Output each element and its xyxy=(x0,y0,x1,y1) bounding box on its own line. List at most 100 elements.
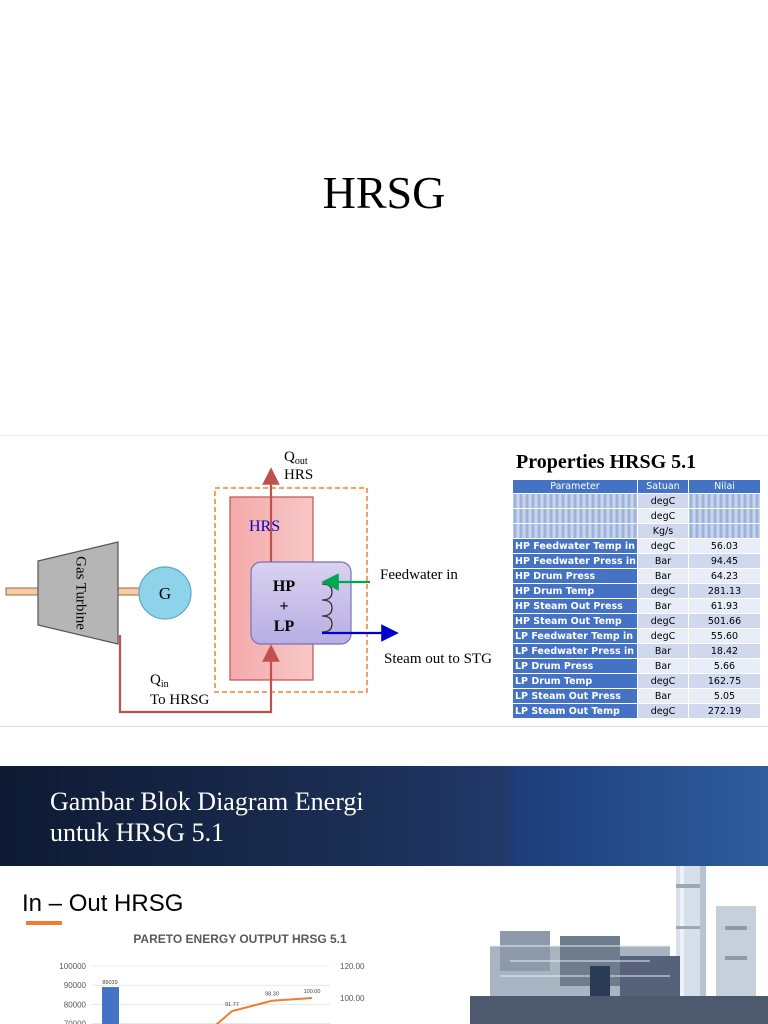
banner-line-1: Gambar Blok Diagram Energi xyxy=(50,787,364,816)
left-tick-label: 90000 xyxy=(64,981,87,990)
unit-cell: degC xyxy=(637,703,689,719)
chart-title: PARETO ENERGY OUTPUT HRSG 5.1 xyxy=(133,932,347,946)
unit-cell: degC xyxy=(637,628,689,644)
heat-exchanger-coil xyxy=(321,583,333,633)
q-out-hrs-label: HRS xyxy=(284,467,313,483)
unit-cell: degC xyxy=(637,583,689,599)
left-tick-label: 100000 xyxy=(59,962,86,971)
title-slide: HRSG xyxy=(0,0,768,435)
value-cell: 5.05 xyxy=(688,688,761,704)
param-cell: HP Drum Press xyxy=(512,568,638,584)
banner: Gambar Blok Diagram Energi untuk HRSG 5.… xyxy=(0,766,768,866)
unit-cell: Kg/s xyxy=(637,523,689,539)
value-cell: 55.60 xyxy=(688,628,761,644)
param-cell xyxy=(512,493,638,509)
banner-title: Gambar Blok Diagram Energi untuk HRSG 5.… xyxy=(50,786,364,848)
plus-label: + xyxy=(279,598,288,615)
right-tick-label: 100.00 xyxy=(340,994,365,1003)
value-cell: 162.75 xyxy=(688,673,761,689)
q-in-to-label: To HRSG xyxy=(150,692,210,708)
param-cell: HP Feedwater Press in xyxy=(512,553,638,569)
param-cell: LP Drum Temp xyxy=(512,673,638,689)
header-nilai: Nilai xyxy=(688,479,761,494)
value-cell: 281.13 xyxy=(688,583,761,599)
param-cell xyxy=(512,523,638,539)
value-cell: 64.23 xyxy=(688,568,761,584)
param-cell: LP Steam Out Temp xyxy=(512,703,638,719)
param-cell: HP Steam Out Temp xyxy=(512,613,638,629)
param-cell: LP Feedwater Temp in xyxy=(512,628,638,644)
q-out-label: Qout xyxy=(284,449,308,467)
feedwater-label: Feedwater in xyxy=(380,567,458,583)
generator-label: G xyxy=(159,584,171,603)
power-plant-illustration xyxy=(470,866,768,1024)
properties-row: degC xyxy=(512,493,761,509)
param-cell: HP Feedwater Temp in xyxy=(512,538,638,554)
hrsg-block-diagram: Gas Turbine G HRS HP + LP Qout HRS Qin T… xyxy=(5,449,492,714)
value-cell xyxy=(688,508,761,524)
gas-turbine-label: Gas Turbine xyxy=(73,556,89,630)
properties-title: Properties HRSG 5.1 xyxy=(516,451,697,473)
line-data-label: 100.00 xyxy=(304,989,321,995)
lp-label: LP xyxy=(274,618,295,635)
generator xyxy=(138,566,192,620)
shaft-left xyxy=(5,587,39,596)
value-cell: 56.03 xyxy=(688,538,761,554)
header-parameter: Parameter xyxy=(512,479,638,494)
bar xyxy=(102,987,119,1024)
unit-cell: degC xyxy=(637,508,689,524)
q-in-label: Qin xyxy=(150,672,169,690)
cumulative-line xyxy=(215,997,313,1024)
param-cell xyxy=(512,508,638,524)
q-in-arrow xyxy=(118,635,280,714)
value-cell: 94.45 xyxy=(688,553,761,569)
hrs-label: HRS xyxy=(249,518,280,535)
pareto-chart: PARETO ENERGY OUTPUT HRSG 5.1 100000 9000… xyxy=(59,932,365,1024)
properties-row: Kg/s xyxy=(512,523,761,539)
shaft-right xyxy=(117,587,141,596)
hp-label: HP xyxy=(273,578,295,595)
param-cell: LP Drum Press xyxy=(512,658,638,674)
unit-cell: Bar xyxy=(637,658,689,674)
properties-row: degC xyxy=(512,508,761,524)
unit-cell: degC xyxy=(637,493,689,509)
param-cell: LP Steam Out Press xyxy=(512,688,638,704)
energy-slide: Gambar Blok Diagram Energi untuk HRSG 5.… xyxy=(0,766,768,1024)
left-tick-label: 80000 xyxy=(64,1000,87,1009)
in-out-heading: In – Out HRSG xyxy=(22,890,184,917)
param-cell: HP Drum Temp xyxy=(512,583,638,599)
diagram-slide: Gas Turbine G HRS HP + LP Qout HRS Qin T… xyxy=(0,435,768,727)
value-cell: 18.42 xyxy=(688,643,761,659)
unit-cell: degC xyxy=(637,613,689,629)
bar-data-label: 89039 xyxy=(102,980,117,986)
unit-cell: Bar xyxy=(637,568,689,584)
properties-header-row: Parameter Satuan Nilai xyxy=(512,479,761,494)
hrsg-boundary xyxy=(214,487,368,693)
value-cell xyxy=(688,493,761,509)
unit-cell: Bar xyxy=(637,643,689,659)
value-cell: 501.66 xyxy=(688,613,761,629)
hp-lp-box xyxy=(250,561,352,645)
right-tick-label: 120.00 xyxy=(340,962,365,971)
unit-cell: degC xyxy=(637,538,689,554)
banner-line-2: untuk HRSG 5.1 xyxy=(50,818,225,847)
value-cell: 272.19 xyxy=(688,703,761,719)
value-cell xyxy=(688,523,761,539)
steam-out-label: Steam out to STG xyxy=(384,651,492,667)
header-satuan: Satuan xyxy=(637,479,689,494)
param-cell: LP Feedwater Press in xyxy=(512,643,638,659)
value-cell: 5.66 xyxy=(688,658,761,674)
